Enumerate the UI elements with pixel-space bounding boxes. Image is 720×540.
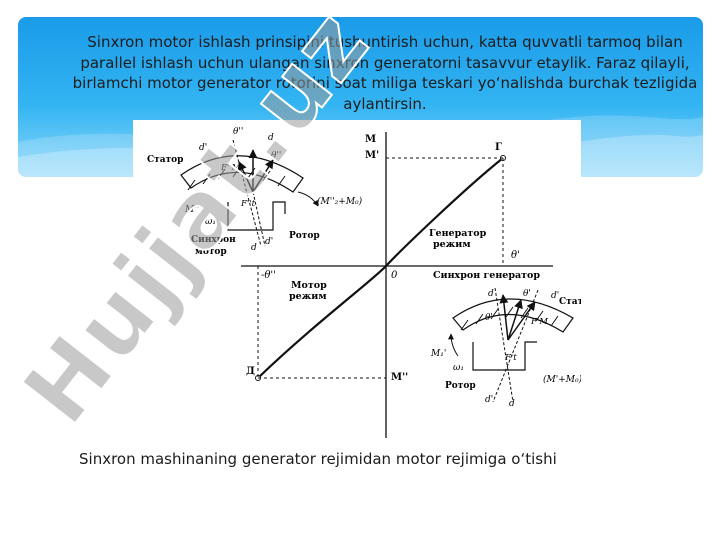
top-fm-label: F''M <box>220 163 241 173</box>
origin-label: 0 <box>391 270 398 281</box>
bottom-ft-vector <box>507 299 523 341</box>
motor-mode-label-1: Мотор <box>291 280 327 291</box>
top-fm-vector <box>252 159 274 193</box>
theta1-axis-label: θ' <box>511 250 520 261</box>
top-torque-label: (M''₂+M₀) <box>317 196 363 207</box>
top-rotation-arrow <box>297 191 319 207</box>
angle-characteristic-curve <box>257 157 504 379</box>
top-ft-vector <box>238 161 254 193</box>
bottom-rotor-shape <box>472 341 537 371</box>
bottom-m1-label: M₁' <box>430 349 446 359</box>
synchronous-machine-diagram: M M' 0 Г Д θ' -θ'' M'' Генератор режим М… <box>133 120 595 442</box>
bottom-stator-arc <box>452 298 574 333</box>
bottom-theta2-label: θ' <box>485 313 493 323</box>
top-rotor-shape <box>227 201 286 231</box>
top-theta2-label: θ'' <box>271 151 281 161</box>
figure-caption: Sinxron mashinaning generator rejimidan … <box>79 450 557 468</box>
bottom-ft-label: F't <box>504 353 517 363</box>
top-ft-label: F''t <box>240 199 256 209</box>
sync-motor-label-2: мотор <box>195 247 227 257</box>
intro-text: Sinxron motor ishlash prinsipini tushunt… <box>72 33 698 113</box>
top-d1-label: d' <box>199 143 207 153</box>
top-d2-label: d <box>251 243 257 253</box>
bottom-omega-label: ω₁ <box>453 363 464 373</box>
bottom-d1-label: d' <box>551 291 559 301</box>
bottom-theta-label: θ' <box>523 289 531 299</box>
point-d-label: Д <box>246 366 255 377</box>
sync-generator-label: Синхрон генератор <box>433 270 540 281</box>
bottom-dd-dash-line <box>492 289 539 403</box>
bottom-d-label: d <box>488 289 494 299</box>
bottom-stator-hatching <box>460 306 559 331</box>
bottom-d2-label: d <box>509 399 515 409</box>
axis-m-label: M <box>365 134 376 145</box>
top-stator-rotor-sketch: θ'' θ'' d d' d' d F''M F''t M'' ω₁ (M''₂… <box>147 127 363 257</box>
top-theta-label: θ'' <box>233 127 243 137</box>
top-dd-dash-line <box>232 139 262 247</box>
generator-mode-label-2: режим <box>433 239 471 250</box>
bottom-dd-label: d' <box>485 395 493 405</box>
bottom-stator-label: Статор <box>559 297 581 307</box>
top-dd-label: d' <box>265 237 273 247</box>
bottom-rotation-arrow <box>448 333 459 357</box>
bottom-d-dash-line <box>494 287 514 403</box>
top-stator-hatching <box>187 166 286 191</box>
motor-mode-label-2: режим <box>289 291 327 302</box>
top-stator-label: Статор <box>147 155 183 165</box>
bottom-stator-rotor-sketch: θ' θ' d d' d' d F'M F't M₁' ω₁ (M'+M₀) С… <box>430 287 595 409</box>
bottom-rotor-label: Ротор <box>445 381 476 391</box>
neg-theta2-axis-label: -θ'' <box>261 270 276 281</box>
top-d-dash-line <box>252 191 266 247</box>
sync-motor-label-1: Синхрон <box>191 235 236 245</box>
bottom-fm-label: F'M <box>530 317 548 327</box>
bottom-fm-vector <box>507 301 536 341</box>
top-d-label: d <box>268 133 274 143</box>
point-g-label: Г <box>495 142 502 153</box>
m1-label: M' <box>365 150 379 161</box>
top-m2-label: M'' <box>184 205 199 215</box>
bottom-torque-label: (M'+M₀) <box>543 374 581 385</box>
generator-mode-label-1: Генератор <box>429 228 487 239</box>
top-omega-label: ω₁ <box>205 217 216 227</box>
bottom-axis-vector <box>499 294 509 341</box>
m2-label: M'' <box>391 372 408 383</box>
top-rotor-label: Ротор <box>289 231 320 241</box>
diagram-svg: M M' 0 Г Д θ' -θ'' M'' Генератор режим М… <box>147 127 595 438</box>
